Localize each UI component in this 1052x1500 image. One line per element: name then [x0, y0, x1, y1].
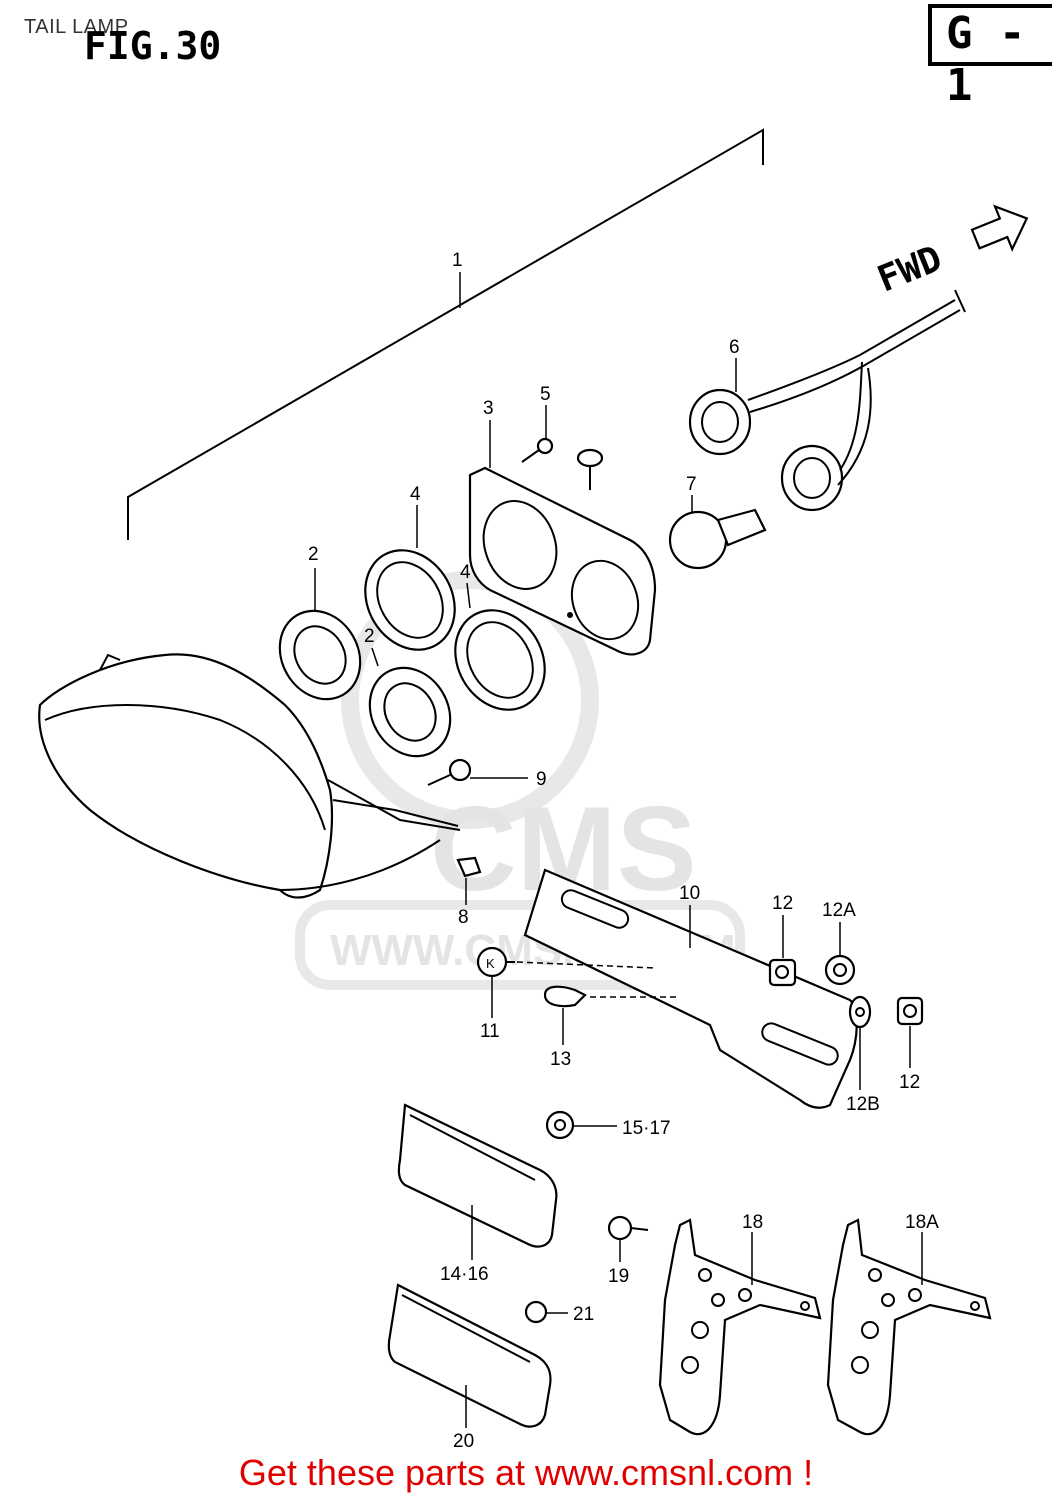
screw-5: [521, 437, 554, 463]
part-label-13: 13: [550, 1049, 571, 1070]
part-label-20: 20: [453, 1431, 474, 1452]
footer-cta-link[interactable]: Get these parts at www.cmsnl.com !: [238, 1452, 814, 1493]
part-label-2b: 2: [364, 626, 375, 647]
nut-21: [524, 1300, 548, 1324]
part-label-6: 6: [729, 337, 740, 358]
assembly-bracket: [127, 128, 764, 540]
figure-number: FIG.30: [84, 24, 222, 68]
part-label-1: 1: [452, 250, 463, 271]
part-label-12B: 12B: [846, 1094, 880, 1115]
part-label-4a: 4: [410, 484, 421, 505]
socket-ring-2a: [278, 609, 362, 701]
part-label-4b: 4: [460, 562, 471, 583]
bracket-18A: [826, 1218, 992, 1436]
nut-15-17: [545, 1110, 575, 1140]
part-labels: 1 2 2 3 4 4 5 6 7 8 9 10 11 12 12A 12B 1…: [308, 250, 939, 1452]
washer-12A: [824, 954, 856, 986]
part-label-14-16: 14·16: [440, 1264, 489, 1285]
washer-12B: [848, 995, 872, 1029]
tail-lamp-housing: [38, 653, 461, 899]
part-label-3: 3: [483, 398, 494, 419]
bracket-18: [658, 1218, 822, 1436]
screw-3-top: [576, 448, 604, 490]
part-label-18A: 18A: [905, 1212, 939, 1233]
part-label-12-bottom: 12: [899, 1072, 920, 1093]
gasket-plate: [468, 466, 657, 656]
bolt-19: [607, 1215, 649, 1241]
part-label-2a: 2: [308, 544, 319, 565]
part-label-10: 10: [679, 883, 700, 904]
leader-lines: [314, 358, 923, 1428]
part-label-11: 11: [480, 1021, 500, 1042]
nut-12-top: [768, 958, 797, 987]
bulb-socket-harness: [688, 289, 966, 512]
part-label-19: 19: [608, 1266, 629, 1287]
part-label-18: 18: [742, 1212, 763, 1233]
part-label-15-17: 15·17: [622, 1118, 671, 1139]
socket-ring-2b: [368, 666, 452, 758]
part-label-8: 8: [458, 907, 469, 928]
section-title: TAIL LAMP: [24, 16, 129, 38]
part-label-5: 5: [540, 384, 551, 405]
screw-9: [427, 758, 472, 786]
part-label-12-top: 12: [772, 893, 793, 914]
svg-text:K: K: [486, 956, 495, 971]
reflector-20: [387, 1283, 552, 1428]
rubber-13: [543, 985, 680, 1008]
part-label-12A: 12A: [822, 900, 856, 921]
lock-ring-4a: [364, 549, 456, 651]
part-label-9: 9: [536, 769, 547, 790]
fwd-label: FWD: [872, 238, 948, 300]
nut-12-bottom: [896, 996, 924, 1026]
fwd-arrow-icon: FWD: [872, 204, 1029, 301]
group-code-box: G - 1: [928, 4, 1052, 111]
lock-ring-4b: [454, 609, 546, 711]
bolt-11: K: [476, 946, 656, 978]
reflector-14-16: [397, 1103, 558, 1248]
clip-8: [456, 856, 482, 878]
part-label-7: 7: [686, 474, 697, 495]
part-label-21: 21: [573, 1304, 594, 1325]
bulb: [668, 508, 767, 570]
